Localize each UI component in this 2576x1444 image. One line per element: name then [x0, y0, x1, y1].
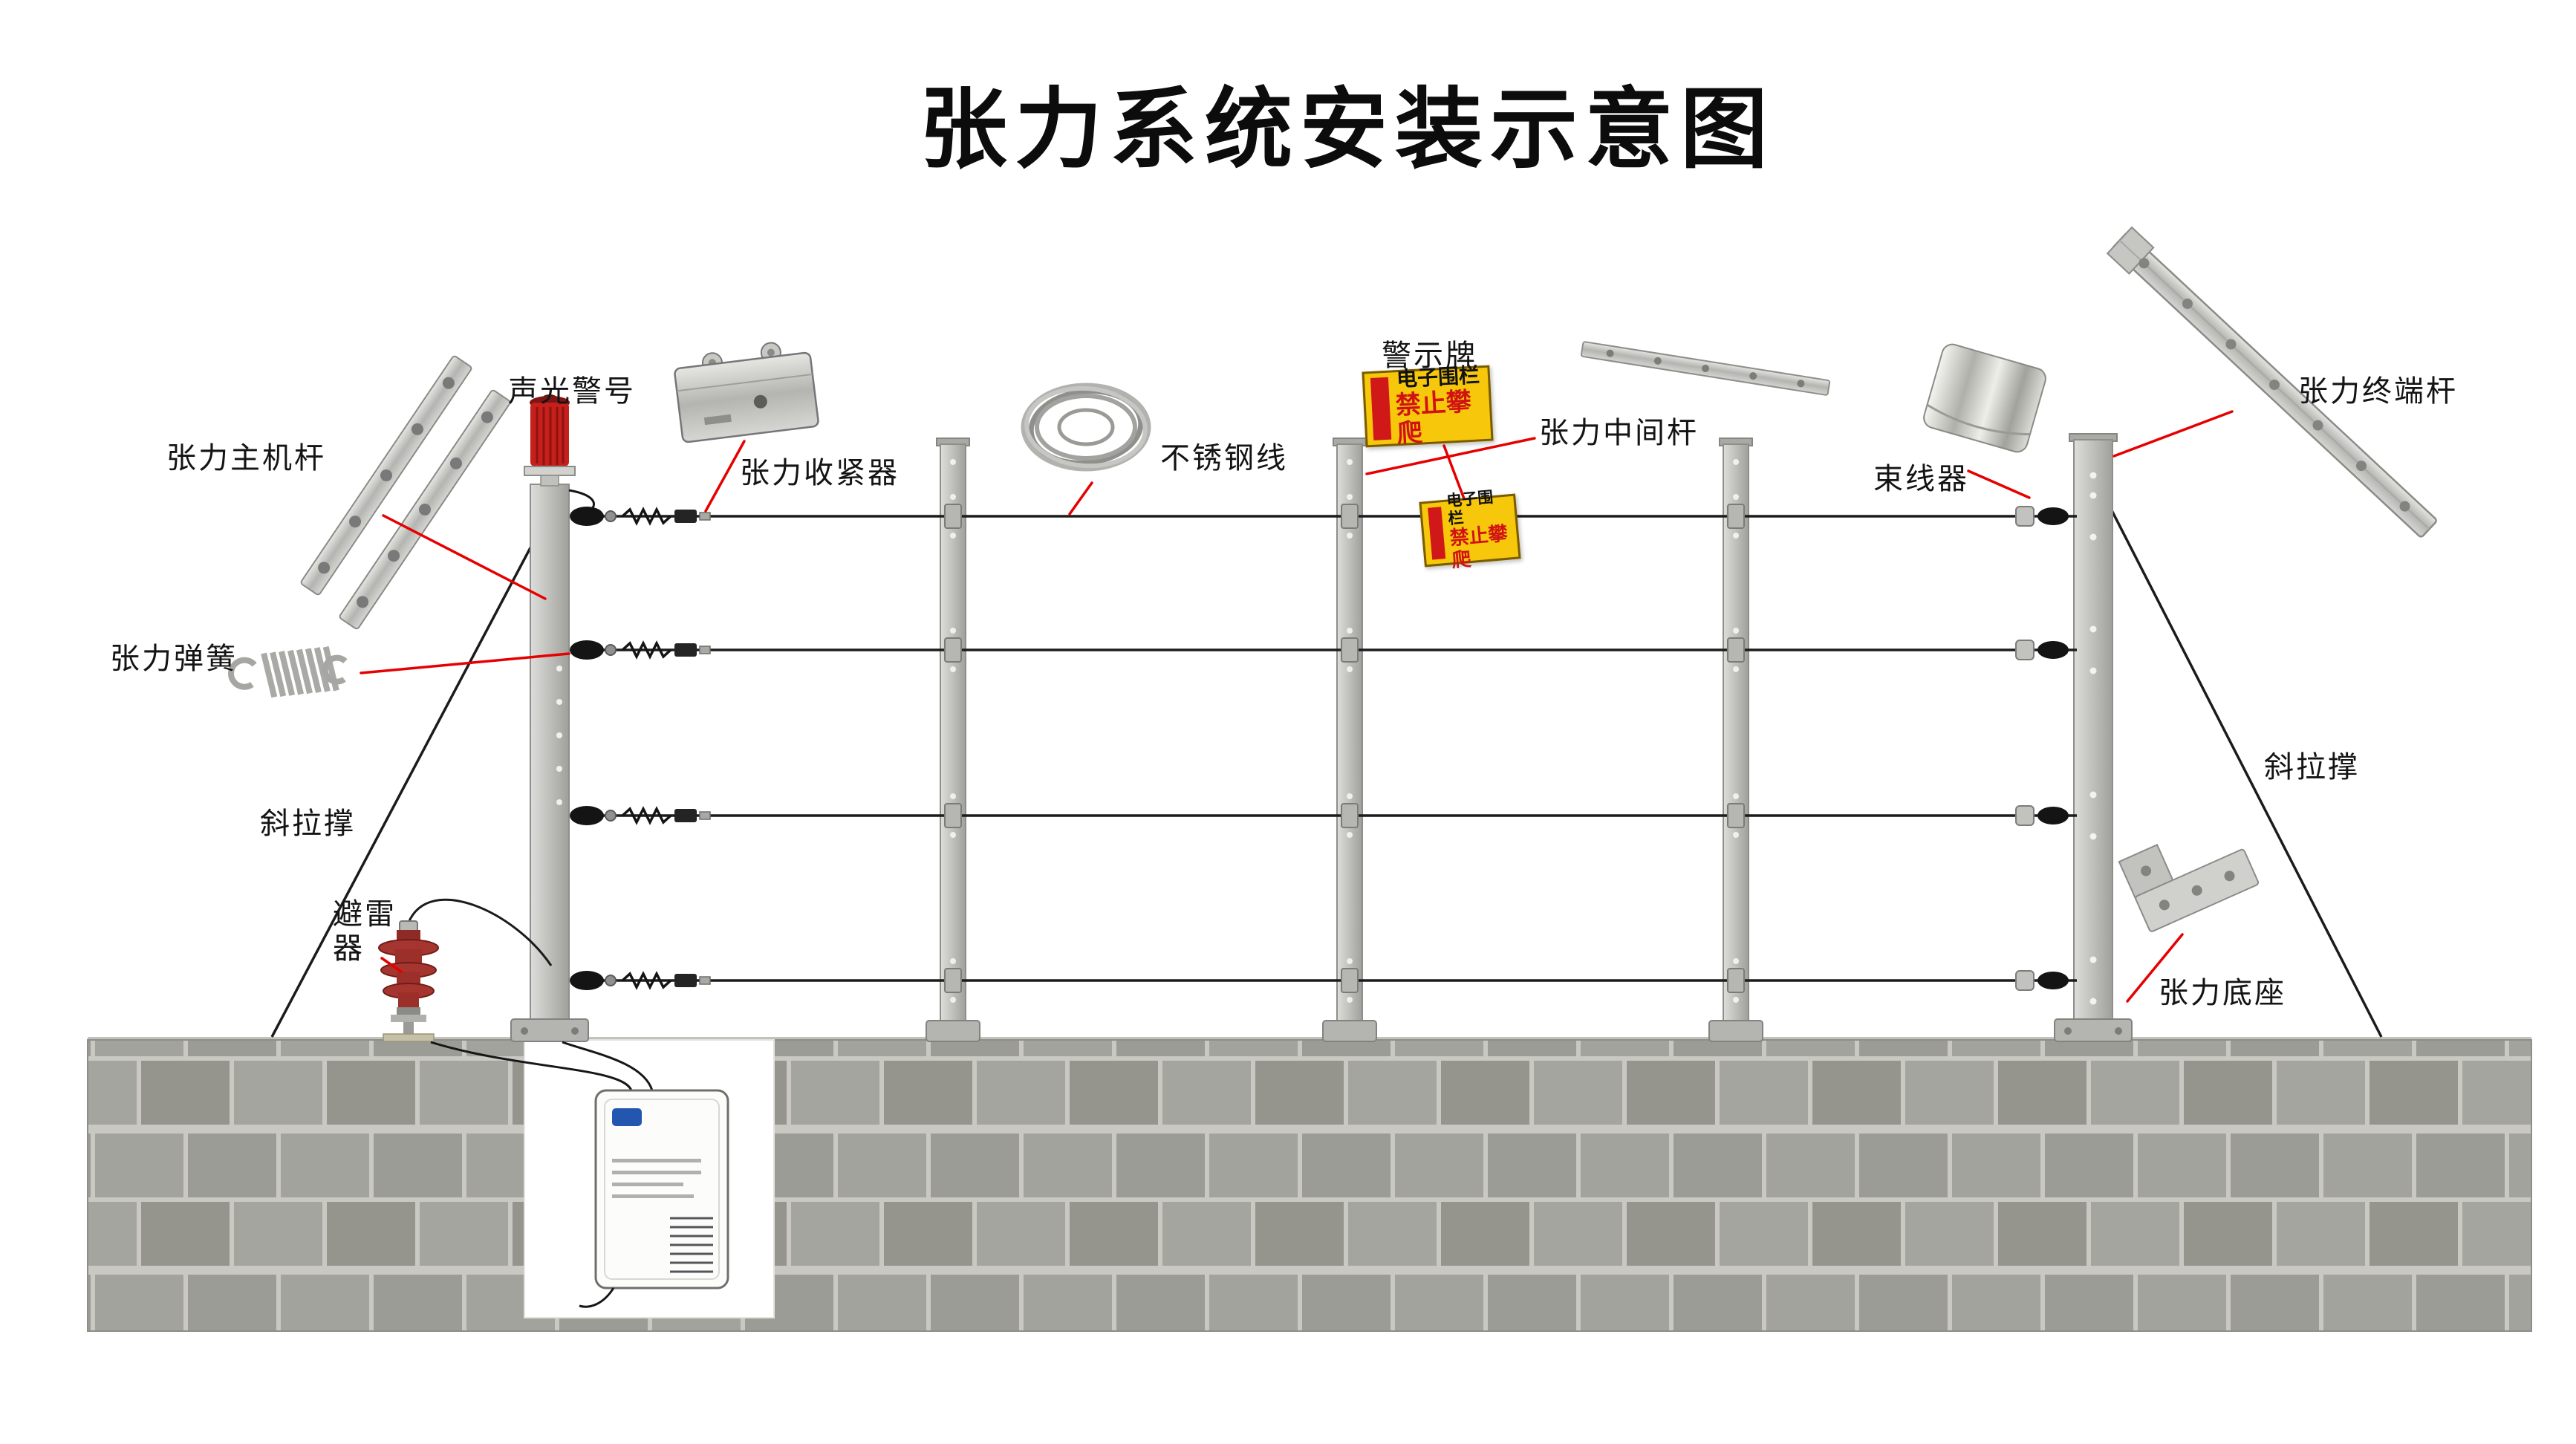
alarm-beacon	[524, 394, 595, 511]
spring-photo	[228, 645, 348, 698]
callout-spring	[360, 652, 570, 674]
fence-wires	[603, 515, 2077, 982]
label-middle-post: 张力中间杆	[1539, 417, 1699, 449]
controller-box	[430, 1041, 729, 1308]
diagonal-brace-right	[2096, 482, 2383, 1038]
label-spring: 张力弹簧	[110, 643, 238, 675]
callout-warning-sign	[1443, 444, 1466, 502]
label-main-post: 张力主机杆	[166, 442, 326, 475]
controller-logo	[612, 1108, 642, 1126]
middle-post-3	[1708, 438, 1763, 1042]
main-post	[510, 484, 589, 1042]
diagonal-brace-left	[270, 513, 550, 1038]
callout-middle-post	[1365, 437, 1536, 475]
middle-post-photo	[1580, 341, 1831, 396]
base-bracket-photo	[2118, 843, 2260, 932]
callout-arrester	[380, 957, 403, 973]
callout-steel-wire	[1068, 481, 1093, 516]
brick-wall	[87, 1037, 2532, 1332]
middle-post-1	[926, 438, 980, 1042]
callout-base	[2126, 933, 2184, 1003]
terminal-post	[2054, 433, 2133, 1042]
wire-hardware	[570, 494, 2069, 1003]
callout-lines	[360, 410, 2234, 1003]
sign-red-stripe	[1428, 507, 1446, 560]
label-terminal-post: 张力终端杆	[2298, 375, 2458, 408]
sign-line2: 禁止攀爬	[1394, 387, 1472, 448]
fence-warning-sign: 电子围栏 禁止攀爬	[1419, 490, 1521, 571]
page-title: 张力系统安装示意图	[919, 77, 1776, 180]
label-brace-right: 斜拉撑	[2264, 751, 2360, 784]
callout-wire-clamp	[1967, 469, 2031, 499]
steel-wire-coil-photo	[1021, 383, 1151, 472]
sign-red-stripe	[1370, 377, 1392, 440]
sign-line2: 禁止攀爬	[1448, 522, 1509, 571]
label-base: 张力底座	[2159, 977, 2286, 1009]
tensioner-photo	[674, 342, 819, 443]
main-post-photo	[300, 355, 511, 630]
label-arrester: 避雷器	[333, 898, 397, 965]
label-tensioner: 张力收紧器	[740, 457, 900, 490]
middle-post-clamps	[944, 494, 1745, 1003]
label-steel-wire: 不锈钢线	[1160, 442, 1288, 475]
terminal-wire-clamps	[2015, 506, 2069, 991]
callout-tensioner	[704, 440, 746, 513]
label-alarm: 声光警号	[508, 375, 636, 408]
warning-sign-photo: 电子围栏 禁止攀爬	[1362, 364, 1494, 448]
label-wire-clamp: 束线器	[1873, 463, 1969, 495]
lightning-arrester	[378, 898, 553, 1042]
wire-clamp-photo	[1923, 343, 2046, 453]
label-brace-left: 斜拉撑	[260, 807, 356, 840]
callout-terminal-post	[2112, 410, 2234, 458]
terminal-post-photo	[2106, 226, 2437, 538]
middle-post-2	[1322, 438, 1377, 1042]
callout-main-post	[382, 514, 547, 600]
